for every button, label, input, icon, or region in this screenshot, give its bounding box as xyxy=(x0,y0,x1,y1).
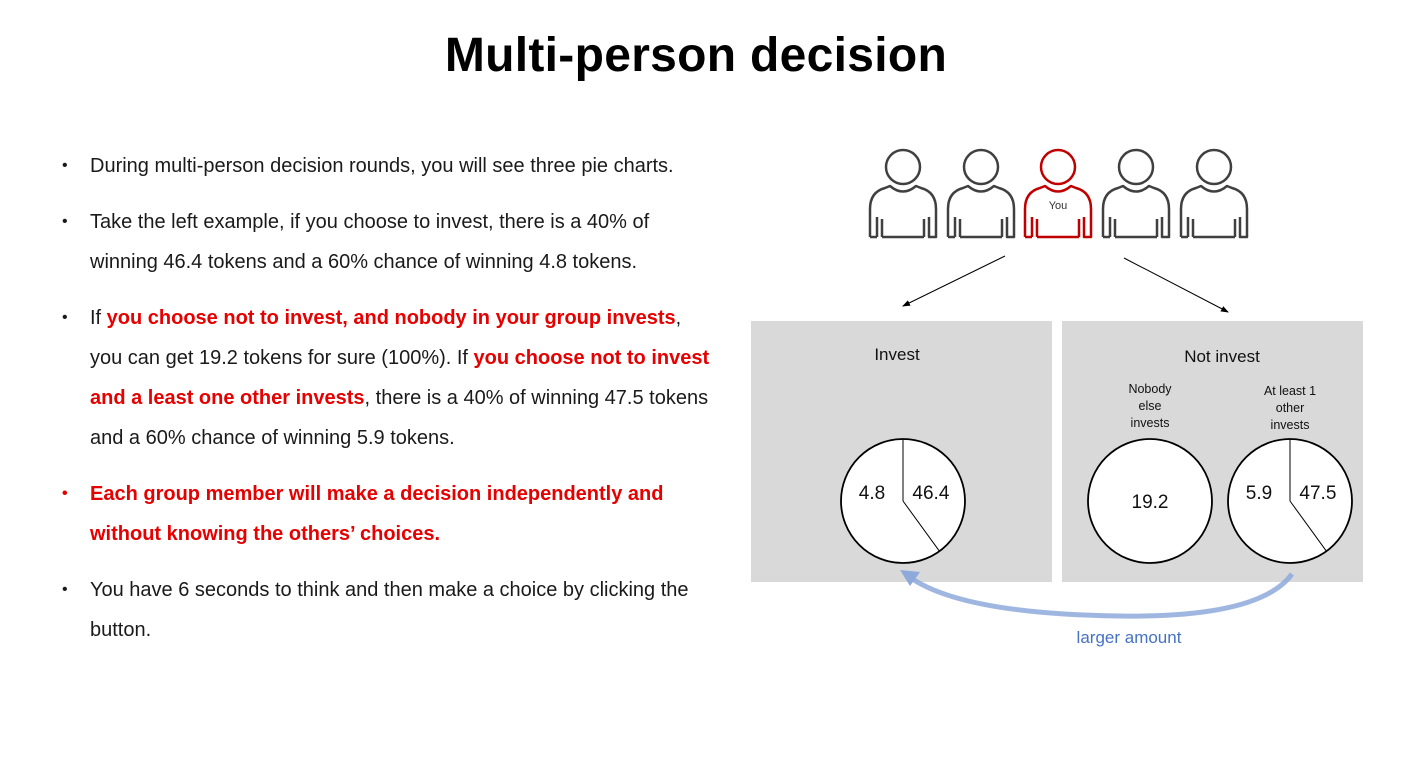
page-title: Multi-person decision xyxy=(444,29,948,82)
invest-pie-slice-label: 46.4 xyxy=(912,483,949,504)
invest-pie-slice-label: 4.8 xyxy=(859,483,885,504)
nobody-pie-slice-label: 19.2 xyxy=(1132,492,1169,513)
person-icon xyxy=(946,148,1016,239)
larger-amount-arrow xyxy=(906,572,1295,619)
bullet-timer: • You have 6 seconds to think and then ma… xyxy=(60,570,710,650)
label-line: At least 1 xyxy=(1264,384,1316,398)
atleast-pie-slice-label: 5.9 xyxy=(1246,483,1272,504)
invest-title: Invest xyxy=(874,345,920,364)
invest-pie: 4.8 46.4 xyxy=(840,438,966,564)
not-invest-branch-arrow xyxy=(1123,257,1229,313)
invest-branch-arrow xyxy=(902,255,1006,307)
atleast-pie: 5.9 47.5 xyxy=(1227,438,1353,564)
bullet-pie-charts: • During multi-person decision rounds, yo… xyxy=(60,146,710,186)
bullet-dot: • xyxy=(62,309,68,326)
bullet-text: Take the left example, if you choose to … xyxy=(90,211,650,273)
highlighted-text: Each group member will make a decision i… xyxy=(90,483,664,545)
you-person-icon xyxy=(1023,148,1093,239)
bullet-not-invest: • If you choose not to invest, and nobody… xyxy=(60,298,710,458)
atleast-pie-slice-divider xyxy=(1289,500,1327,552)
bullet-dot: • xyxy=(62,581,68,598)
bullet-dot: • xyxy=(62,485,68,502)
larger-amount-arrowhead xyxy=(900,570,920,586)
bullet-dot: • xyxy=(62,213,68,230)
person-icon xyxy=(1101,148,1171,239)
people-group: You xyxy=(868,148,1249,239)
atleast-pie-slice-label: 47.5 xyxy=(1299,483,1336,504)
nobody-label: Nobody else invests xyxy=(1128,382,1172,430)
highlighted-text: you choose not to invest, and nobody in … xyxy=(106,307,676,329)
label-line: other xyxy=(1276,401,1305,415)
nobody-pie-circle xyxy=(1087,438,1213,564)
bullet-text: During multi-person decision rounds, you… xyxy=(90,155,674,177)
highlighted-text: you choose not to invest and a least one… xyxy=(90,347,710,409)
label-line: invests xyxy=(1131,416,1170,430)
label-line: invests xyxy=(1271,418,1310,432)
bullet-dot: • xyxy=(62,157,68,174)
label-line: Nobody xyxy=(1128,382,1172,396)
bullet-text: , there is a 40% of winning 47.5 tokens … xyxy=(90,387,709,449)
atleast-label: At least 1 other invests xyxy=(1264,384,1316,432)
bullet-text: , you can get 19.2 tokens for sure (100%… xyxy=(90,307,682,369)
you-label: You xyxy=(1049,200,1068,212)
larger-amount-label: larger amount xyxy=(1077,628,1182,647)
bullet-invest-example: • Take the left example, if you choose to… xyxy=(60,202,710,282)
not-invest-title: Not invest xyxy=(1184,347,1260,366)
person-icon xyxy=(1179,148,1249,239)
bullet-list: • During multi-person decision rounds, yo… xyxy=(60,146,710,666)
person-icon xyxy=(868,148,938,239)
nobody-pie: 19.2 xyxy=(1087,438,1213,564)
label-line: else xyxy=(1139,399,1162,413)
bullet-text: If xyxy=(90,307,107,329)
bullet-text: You have 6 seconds to think and then mak… xyxy=(90,579,689,641)
invest-pie-slice-divider xyxy=(902,500,940,552)
bullet-independent: • Each group member will make a decision … xyxy=(60,474,710,554)
